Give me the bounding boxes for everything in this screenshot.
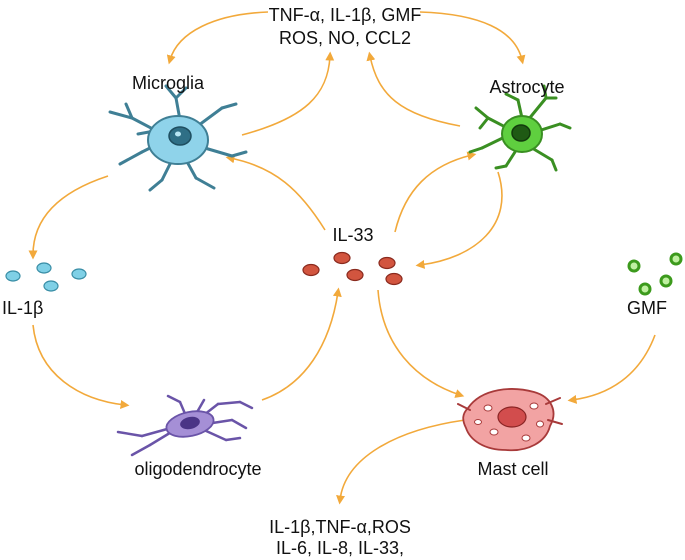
- gmf-dots: [627, 252, 683, 296]
- arrow-il33-to-microglia: [225, 154, 326, 231]
- arrow-astrocyte-to-top: [366, 51, 461, 127]
- mast-cell-label: Mast cell: [477, 459, 549, 479]
- il33-dots: [302, 251, 403, 286]
- astrocyte-cell: [468, 84, 572, 172]
- arrow-astrocyte-to-il33: [415, 171, 503, 269]
- arrows: [28, 11, 656, 505]
- arrow-gmf-to-mastcell: [567, 334, 656, 404]
- arrow-top-to-astrocyte: [419, 11, 526, 65]
- arrow-il33-to-mastcell: [377, 289, 465, 398]
- il1b-label: IL-1β: [2, 298, 44, 318]
- arrow-il33-to-astrocyte: [394, 151, 477, 233]
- gmf-label: GMF: [627, 298, 667, 318]
- arrow-top-to-microglia: [166, 11, 269, 65]
- arrow-microglia-to-il1b: [28, 175, 109, 260]
- arrow-microglia-to-top: [241, 51, 335, 136]
- oligodendrocyte-cell: [116, 394, 254, 457]
- astrocyte-label: Astrocyte: [489, 77, 565, 97]
- oligodendrocyte-label: oligodendrocyte: [134, 459, 262, 479]
- bottom-mediators-line2: IL-6, IL-8, IL-33,: [275, 538, 405, 558]
- arrow-il1b-to-oligodendrocyte: [32, 324, 130, 409]
- microglia-label: Microglia: [131, 73, 205, 93]
- bottom-mediators-line1: IL-1β,TNF-α,ROS: [269, 517, 411, 537]
- microglia-cell: [108, 84, 248, 192]
- top-mediators-line1: TNF-α, IL-1β, GMF: [268, 5, 422, 25]
- mast-cell: [457, 388, 563, 452]
- il33-label: IL-33: [332, 225, 374, 245]
- top-mediators-line2: ROS, NO, CCL2: [278, 28, 412, 48]
- il1b-dots: [5, 262, 87, 292]
- arrow-oligodendrocyte-to-il33: [261, 287, 342, 401]
- arrow-mastcell-to-bottom: [336, 419, 466, 505]
